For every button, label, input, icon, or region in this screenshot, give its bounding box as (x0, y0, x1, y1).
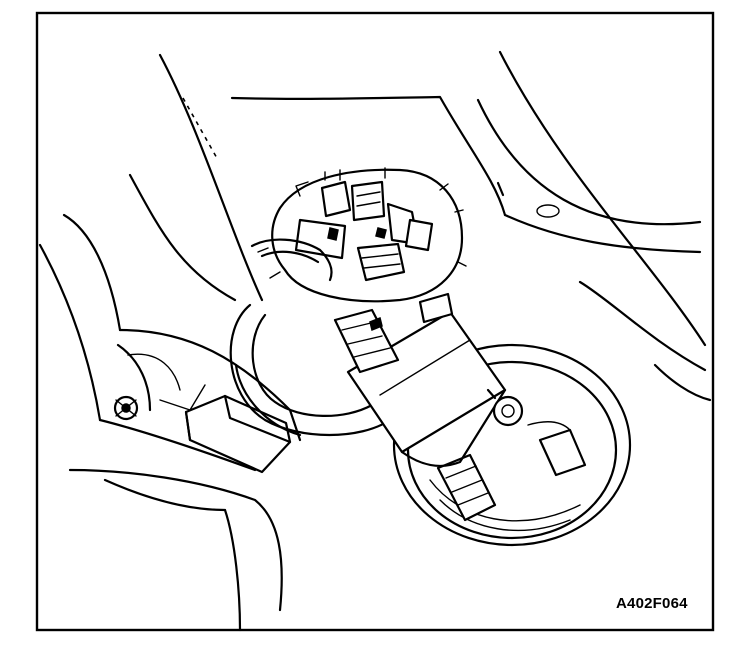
frame-border (35, 11, 715, 632)
floor-panel (128, 50, 712, 402)
access-hole (229, 303, 392, 437)
fuel-tank-opening (392, 343, 632, 547)
interior-trim (38, 213, 302, 632)
figure-code-label: A402F064 (616, 595, 688, 612)
fuel-pump-assembly (333, 308, 524, 467)
pump-flange (250, 167, 467, 324)
